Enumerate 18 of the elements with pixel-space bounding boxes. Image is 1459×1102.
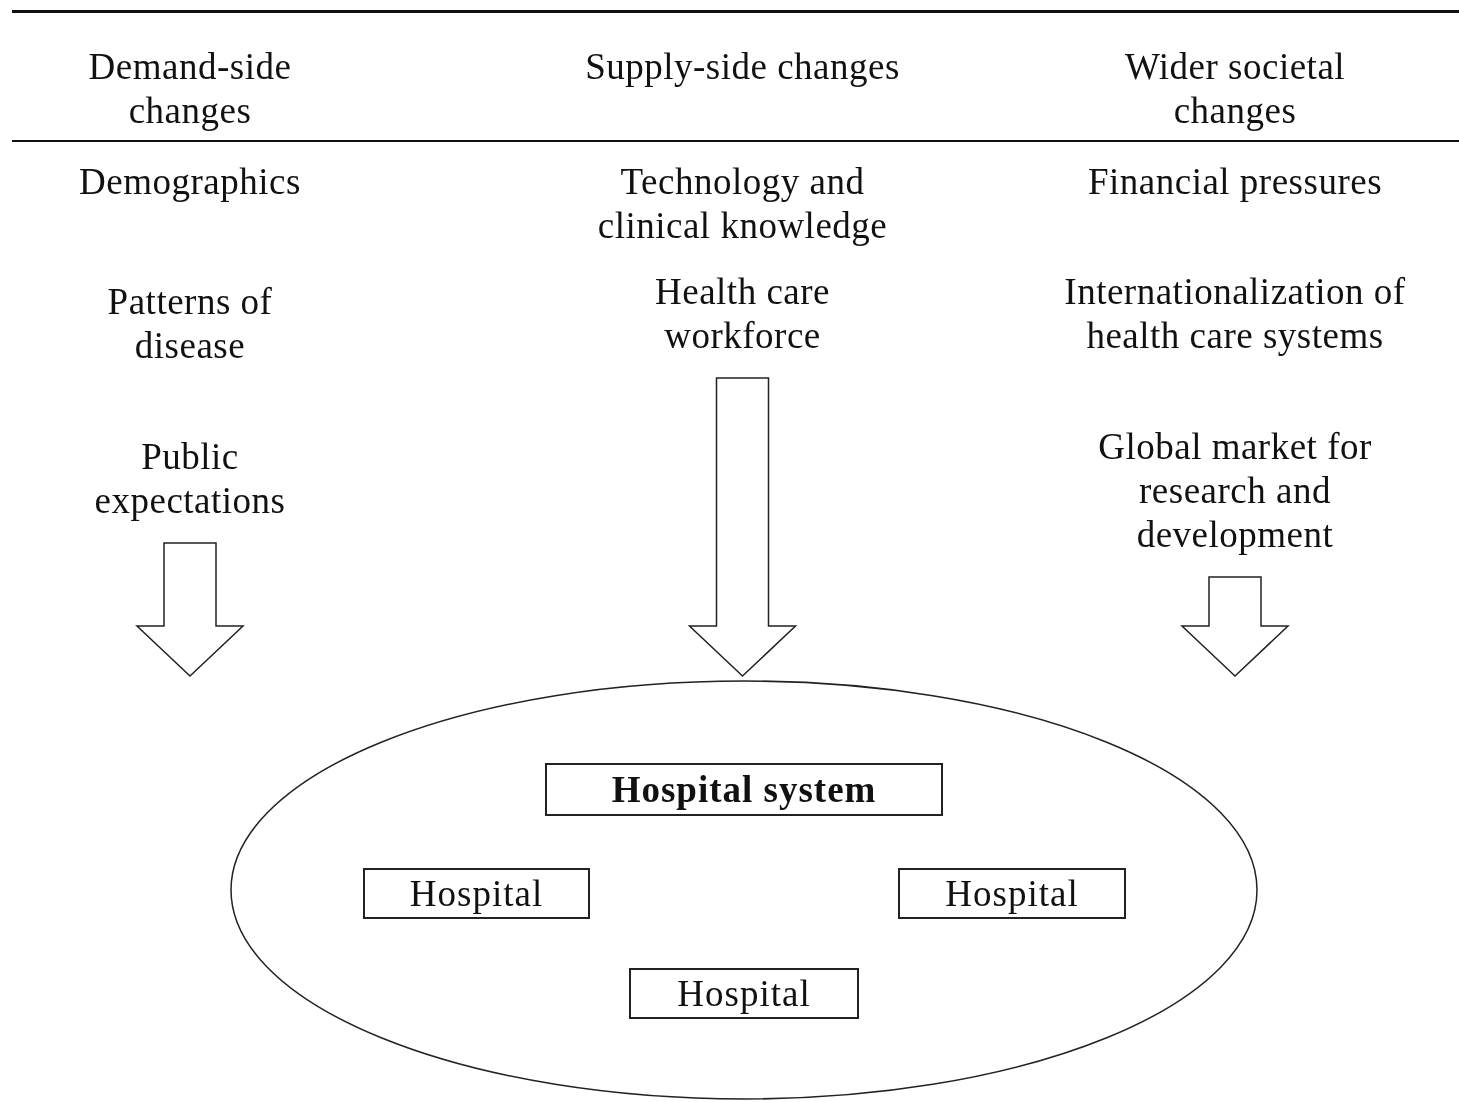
factor-text: Demographics [78, 160, 302, 204]
hospital-box: Hospital [898, 868, 1126, 919]
column-heading: Wider societal changes [1123, 45, 1347, 133]
column-heading: Supply-side changes [584, 45, 901, 89]
column-heading: Demand-side changes [87, 45, 293, 133]
hospital-box: Hospital system [545, 763, 943, 816]
hospital-box: Hospital [363, 868, 590, 919]
factor-text: Technology and clinical knowledge [596, 160, 889, 248]
factor-text: Financial pressures [1086, 160, 1384, 204]
factor-text: Internationalization of health care systems [1063, 270, 1407, 358]
block-arrow [687, 377, 798, 678]
factor-text: Health care workforce [654, 270, 831, 358]
factor-text: Public expectations [93, 435, 287, 523]
block-arrow [135, 542, 245, 678]
factor-text: Patterns of disease [106, 280, 274, 368]
hospital-box: Hospital [629, 968, 859, 1019]
block-arrow [1180, 576, 1290, 678]
factor-text: Global market for research and development [1097, 425, 1373, 557]
